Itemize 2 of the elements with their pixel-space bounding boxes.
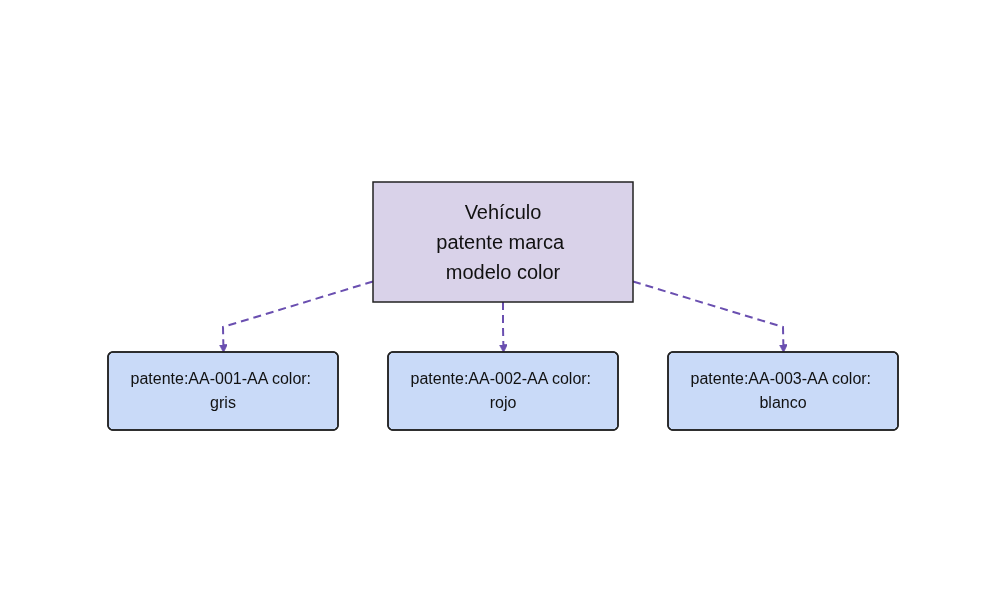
node-box: Vehículo patente marca modelo color — [371, 181, 634, 303]
arrow — [498, 301, 508, 353]
